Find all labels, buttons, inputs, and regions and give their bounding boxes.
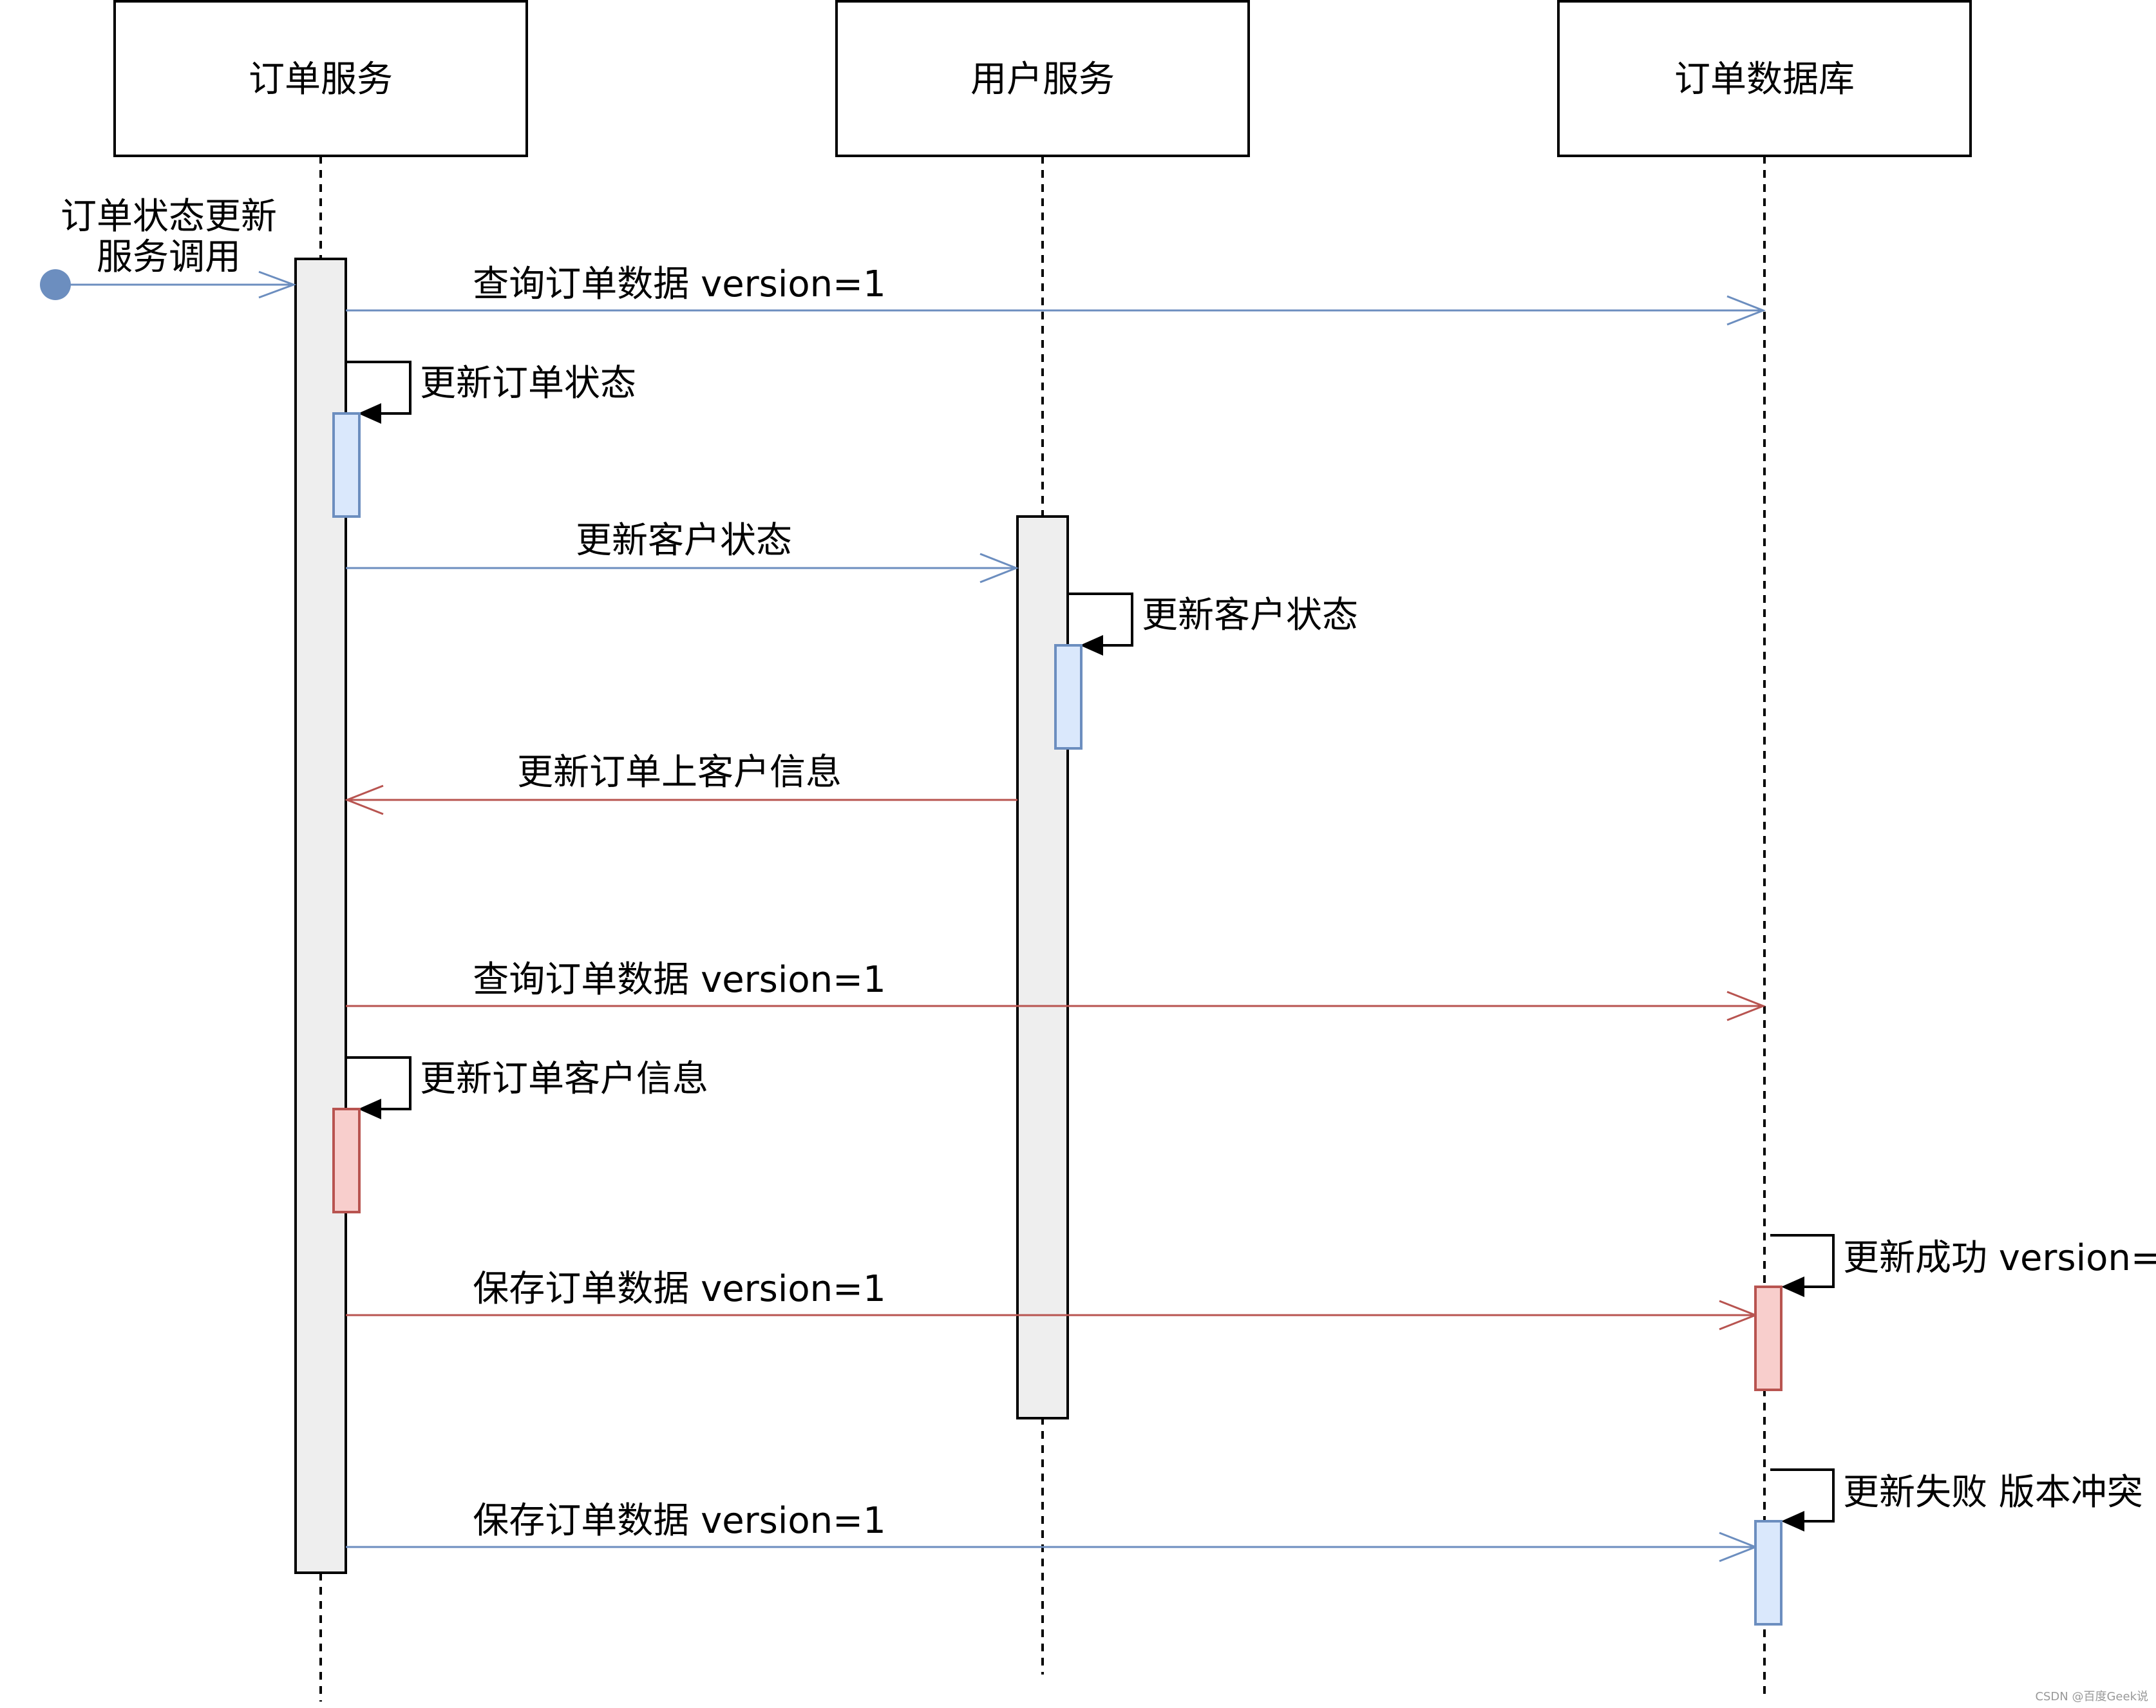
participant-label: 订单数据库 bbox=[1674, 59, 1855, 100]
self-call-update-failed: 更新失败 版本冲突 bbox=[1754, 1468, 2143, 1626]
activation-order-service bbox=[294, 258, 347, 1574]
self-call-update-success: 更新成功 version=2 bbox=[1754, 1234, 2156, 1391]
message-label: 查询订单数据 version=1 bbox=[473, 959, 885, 1001]
message-label: 更新客户状态 bbox=[576, 520, 792, 562]
message-query-order-2: 查询订单数据 version=1 bbox=[346, 959, 1766, 1021]
entry-label-line1: 订单状态更新 bbox=[61, 196, 277, 238]
activation-update-order-status bbox=[332, 412, 361, 518]
activation-update-success bbox=[1754, 1286, 1782, 1391]
message-label: 更新订单上客户信息 bbox=[517, 752, 842, 793]
message-label: 查询订单数据 version=1 bbox=[473, 263, 885, 305]
self-call-update-customer-status: 更新客户状态 bbox=[1054, 593, 1358, 750]
message-label: 保存订单数据 version=1 bbox=[473, 1268, 885, 1310]
participant-label: 订单服务 bbox=[249, 59, 393, 100]
message-update-customer-status: 更新客户状态 bbox=[346, 520, 1019, 584]
message-query-order-1: 查询订单数据 version=1 bbox=[346, 263, 1766, 326]
message-label: 更新订单客户信息 bbox=[420, 1058, 708, 1100]
message-label: 更新失败 版本冲突 bbox=[1843, 1472, 2143, 1513]
message-label: 更新订单状态 bbox=[420, 363, 636, 404]
message-save-order-2: 保存订单数据 version=1 bbox=[346, 1500, 1759, 1562]
message-update-order-customer-info-return: 更新订单上客户信息 bbox=[344, 752, 1017, 815]
message-save-order-1: 保存订单数据 version=1 bbox=[346, 1268, 1759, 1331]
participant-label: 用户服务 bbox=[970, 59, 1115, 100]
message-label: 更新客户状态 bbox=[1142, 594, 1358, 636]
self-call-update-order-customer-info: 更新订单客户信息 bbox=[332, 1056, 708, 1213]
self-call-update-order-status: 更新订单状态 bbox=[332, 361, 636, 518]
message-label: 保存订单数据 version=1 bbox=[473, 1500, 885, 1542]
participant-order-service: 订单服务 bbox=[113, 0, 528, 157]
activation-update-failed bbox=[1754, 1520, 1782, 1626]
participant-user-service: 用户服务 bbox=[835, 0, 1250, 157]
activation-update-order-customer-info bbox=[332, 1108, 361, 1213]
participant-order-db: 订单数据库 bbox=[1557, 0, 1972, 157]
message-label: 更新成功 version=2 bbox=[1843, 1237, 2156, 1279]
entry-label-line2: 服务调用 bbox=[97, 236, 241, 278]
activation-update-customer-status bbox=[1054, 644, 1083, 750]
entry-call: 订单状态更新 服务调用 bbox=[40, 196, 297, 300]
watermark: CSDN @百度Geek说 bbox=[2035, 1690, 2148, 1703]
